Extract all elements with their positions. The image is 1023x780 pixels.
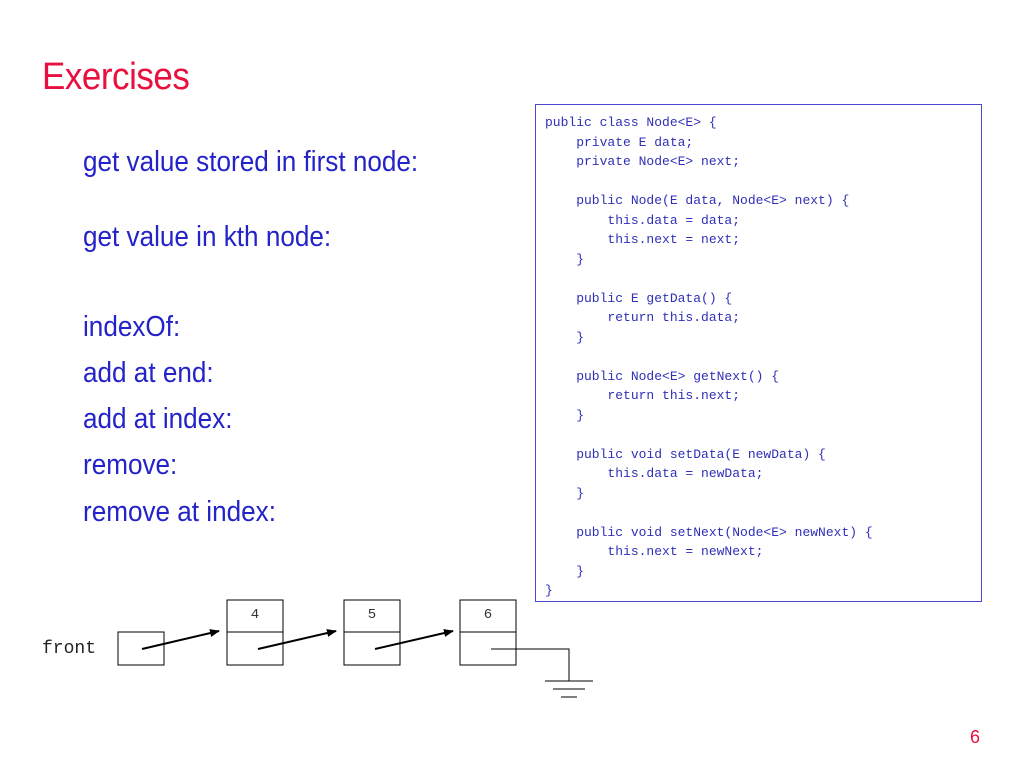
next-pointer-arrow [141, 629, 220, 650]
front-pointer-box [117, 631, 165, 666]
null-ground-icon [491, 648, 593, 698]
exercise-item: add at end: [83, 357, 214, 389]
list-node [226, 599, 284, 666]
list-node [343, 599, 401, 666]
exercise-item: add at index: [83, 403, 233, 435]
code-listing-box: public class Node<E> { private E data; p… [535, 104, 982, 602]
page-number: 6 [970, 727, 981, 747]
next-pointer-arrow [374, 629, 454, 650]
node-next-cell [226, 631, 284, 666]
exercise-item: get value in kth node: [83, 221, 332, 253]
exercise-item: get value stored in first node: [83, 146, 419, 178]
slide-title: Exercises [42, 56, 190, 98]
front-label: front [42, 639, 97, 659]
exercise-item: indexOf: [83, 311, 181, 343]
node-value: 5 [367, 607, 377, 623]
node-next-cell [343, 631, 401, 666]
next-pointer-arrow [257, 629, 337, 650]
node-value: 4 [250, 607, 260, 623]
node-class-code: public class Node<E> { private E data; p… [545, 115, 873, 598]
exercise-item: remove at index: [83, 496, 276, 528]
node-value: 6 [483, 607, 493, 623]
exercise-item: remove: [83, 449, 178, 481]
